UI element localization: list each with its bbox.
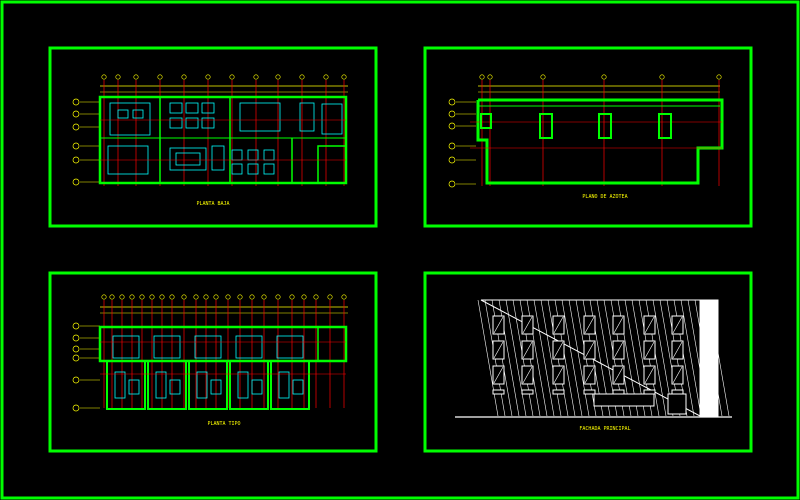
fachada-principal-drawing xyxy=(455,299,732,418)
panel-frame-planta-baja xyxy=(48,46,378,228)
panel-frame-fachada-principal xyxy=(423,271,753,453)
panel-title-planta-tipo: PLANTA TIPO xyxy=(207,421,240,427)
panel-title-planta-baja: PLANTA BAJA xyxy=(196,201,229,207)
panel-title-fachada-principal: FACHADA PRINCIPAL xyxy=(579,426,630,432)
panel-title-plano-azotea: PLANO DE AZOTEA xyxy=(582,194,627,200)
planta-baja-drawing xyxy=(72,74,348,186)
panel-frame-plano-azotea xyxy=(423,46,753,228)
plano-azotea-drawing xyxy=(448,74,724,188)
planta-tipo-drawing xyxy=(72,294,348,412)
panel-frame-planta-tipo xyxy=(48,271,378,453)
